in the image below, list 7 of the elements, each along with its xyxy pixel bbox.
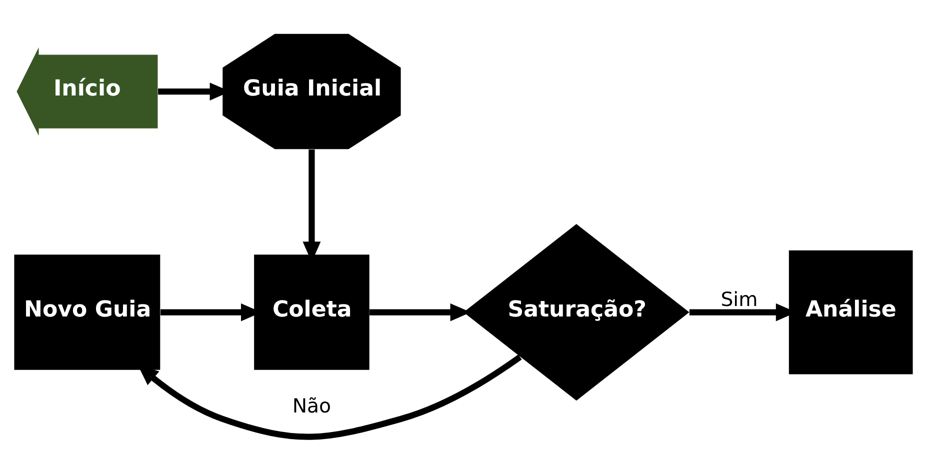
arrow	[137, 354, 522, 440]
node-box: Análise	[788, 250, 912, 374]
node-box: Coleta	[254, 254, 369, 370]
node-box: Novo Guia	[14, 254, 160, 370]
edge-label: Sim	[720, 287, 758, 310]
edge-label: Não	[292, 394, 331, 418]
node-diamond: Saturação?	[463, 224, 689, 400]
